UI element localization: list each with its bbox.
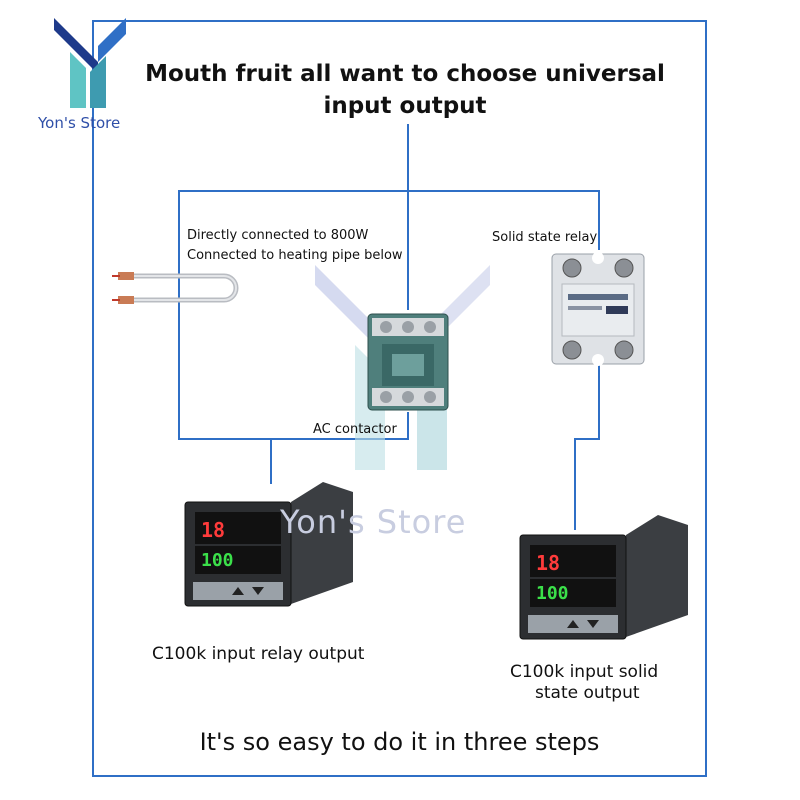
controller-right-caption-line1: C100k input solid xyxy=(510,662,659,682)
controller-right-body-icon xyxy=(519,515,688,640)
ssr-label: Solid state relay xyxy=(492,230,598,245)
heater-label-line1: Directly connected to 800W xyxy=(187,228,369,243)
wire-contactor-bottom xyxy=(407,412,409,440)
footer-text: It's so easy to do it in three steps xyxy=(199,728,600,756)
controller-left-caption: C100k input relay output xyxy=(152,644,365,664)
page-title: Mouth fruit all want to choose universal… xyxy=(145,61,665,119)
wire-right-to-ssr xyxy=(598,190,600,250)
controller-left: 18 100 xyxy=(183,482,353,612)
controller-right-pv: 18 xyxy=(536,551,561,575)
wire-to-left-controller xyxy=(270,438,272,484)
heating-pipe-icon xyxy=(112,272,239,304)
diagram-frame xyxy=(92,20,707,777)
brand-logo-icon xyxy=(54,18,126,108)
ac-contactor-icon xyxy=(367,313,449,411)
wire-title-drop xyxy=(407,124,409,192)
controller-right-caption-line2: state output xyxy=(535,683,640,703)
wire-ssr-down xyxy=(598,365,600,440)
wire-left-vertical xyxy=(178,190,180,440)
brand-name: Yon's Store xyxy=(38,114,121,132)
controller-right: 18 100 xyxy=(518,515,688,645)
wire-center-to-contactor xyxy=(407,190,409,310)
contactor-label: AC contactor xyxy=(313,422,397,437)
controller-right-sv: 100 xyxy=(536,583,569,604)
heater-label-line2: Connected to heating pipe below xyxy=(187,248,403,263)
controller-left-body-icon xyxy=(184,482,353,607)
wire-top-bus xyxy=(178,190,600,192)
controller-left-sv: 100 xyxy=(201,550,234,571)
wire-to-right-controller xyxy=(574,438,576,530)
controller-left-pv: 18 xyxy=(201,518,226,542)
watermark-text: Yon's Store xyxy=(280,503,467,541)
wire-ssr-bottom xyxy=(574,438,600,440)
solid-state-relay-icon xyxy=(551,252,645,366)
brand-logo: Yon's Store xyxy=(20,10,150,139)
wire-bottom-left xyxy=(178,438,408,440)
